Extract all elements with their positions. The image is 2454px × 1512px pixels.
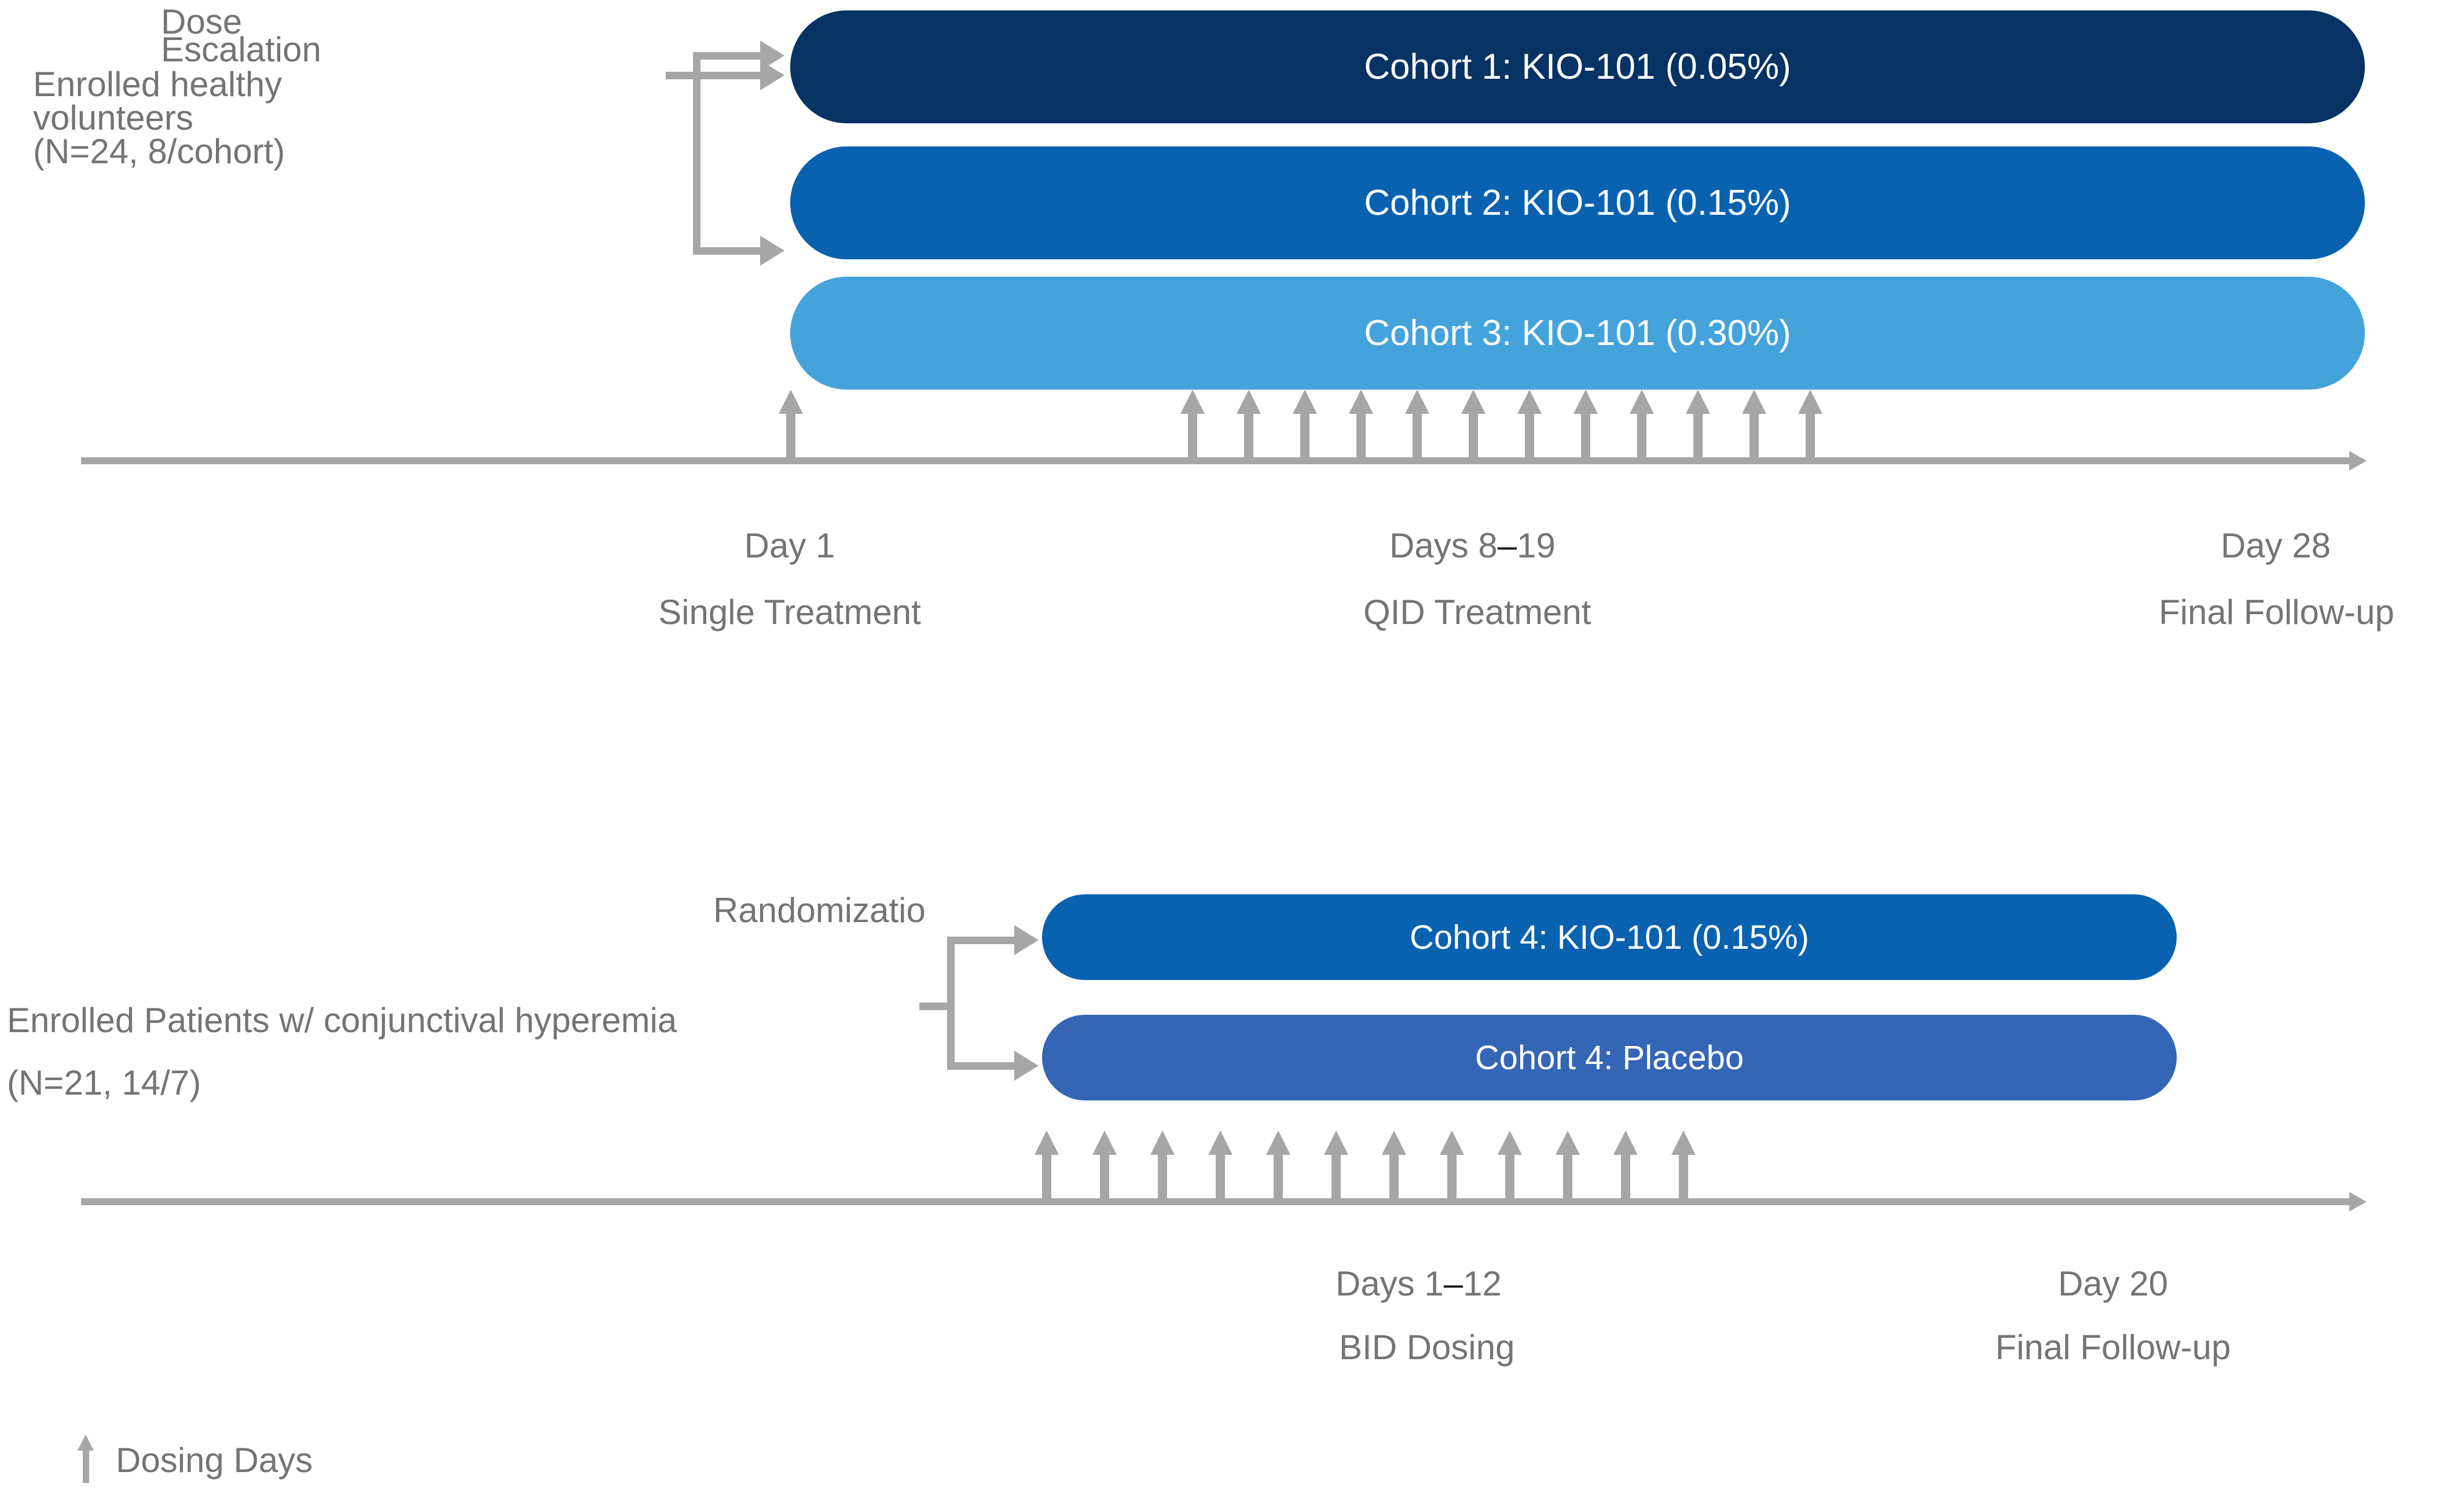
study1-milestone-1-desc: Single Treatment xyxy=(658,593,921,632)
study2-milestone-1-desc: BID Dosing xyxy=(1339,1328,1515,1367)
dosing-arrow-qid-10 xyxy=(1686,390,1710,459)
study1-connector-branch-1 xyxy=(693,52,762,60)
study2-arrowhead-cohort4-active xyxy=(1014,925,1039,955)
dosing-arrow-bid-8 xyxy=(1440,1131,1464,1200)
dosing-arrow-bid-6 xyxy=(1324,1131,1348,1200)
dosing-days-legend-icon xyxy=(78,1434,94,1483)
cohort-bar-3-label: Cohort 3: KIO-101 (0.30%) xyxy=(1364,313,1791,353)
dose-escalation-label-line2: Escalation xyxy=(161,30,321,69)
study2-arrowhead-cohort4-placebo xyxy=(1014,1051,1039,1081)
study1-connector-branch-2 xyxy=(693,72,762,79)
study1-milestone-2-day-post: 19 xyxy=(1517,526,1556,565)
dosing-arrow-bid-12 xyxy=(1671,1131,1696,1200)
study1-milestone-2-day-pre: Days 8 xyxy=(1389,526,1498,565)
study1-milestone-2-day: Days 8–19 xyxy=(1389,524,1556,568)
randomization-label: Randomizatio xyxy=(713,891,926,930)
dosing-arrow-day1 xyxy=(779,390,803,459)
study1-milestone-2-desc: QID Treatment xyxy=(1363,593,1591,632)
study1-connector-branch-3 xyxy=(693,247,762,255)
dosing-arrow-bid-9 xyxy=(1498,1131,1522,1200)
study1-timeline-axis xyxy=(81,457,2350,464)
study2-milestone-1-day: Days 1–12 xyxy=(1336,1262,1502,1307)
cohort-bar-4-active-label: Cohort 4: KIO-101 (0.15%) xyxy=(1410,918,1809,956)
cohort-bar-4-active: Cohort 4: KIO-101 (0.15%) xyxy=(1042,894,2177,980)
cohort-bar-2: Cohort 2: KIO-101 (0.15%) xyxy=(790,146,2365,259)
study1-milestone-2-dash: – xyxy=(1497,526,1517,565)
dosing-arrow-bid-11 xyxy=(1613,1131,1638,1200)
dosing-days-legend-label: Dosing Days xyxy=(116,1441,313,1480)
study1-arrowhead-cohort2 xyxy=(760,60,784,90)
study2-connector-stem xyxy=(919,1003,954,1010)
study1-milestone-3-desc: Final Follow-up xyxy=(2159,593,2394,632)
dosing-arrow-qid-12 xyxy=(1798,390,1822,459)
dose-escalation-label-line1: Dose xyxy=(161,2,243,41)
cohort-bar-4-placebo-label: Cohort 4: Placebo xyxy=(1474,1038,1744,1077)
dosing-arrow-bid-2 xyxy=(1092,1131,1117,1200)
study2-milestone-1-dash: – xyxy=(1443,1264,1463,1303)
dosing-arrow-bid-10 xyxy=(1556,1131,1580,1200)
dosing-arrow-bid-3 xyxy=(1150,1131,1175,1200)
dosing-arrow-qid-1 xyxy=(1180,390,1205,459)
study2-milestone-2-day: Day 20 xyxy=(2057,1264,2169,1303)
study2-milestone-1-day-pre: Days 1 xyxy=(1336,1264,1444,1303)
study2-enrollment-line2: (N=21, 14/7) xyxy=(7,1063,201,1102)
study1-connector-spine xyxy=(693,52,700,255)
study1-enrollment-line2: volunteers xyxy=(33,98,193,137)
study2-milestone-1-day-post: 12 xyxy=(1463,1264,1502,1303)
study1-milestone-1-day: Day 1 xyxy=(744,526,835,565)
study1-enrollment-line3: (N=24, 8/cohort) xyxy=(33,132,285,171)
study2-connector-branch-1 xyxy=(947,937,1017,944)
dosing-arrow-qid-6 xyxy=(1461,390,1485,459)
study2-connector-spine xyxy=(947,937,955,1070)
study2-timeline-arrowhead xyxy=(2349,1192,2367,1212)
cohort-bar-3: Cohort 3: KIO-101 (0.30%) xyxy=(790,277,2365,390)
dosing-arrow-qid-2 xyxy=(1237,390,1261,459)
cohort-bar-1-label: Cohort 1: KIO-101 (0.05%) xyxy=(1364,47,1791,87)
study2-enrollment-line1: Enrolled Patients w/ conjunctival hypere… xyxy=(7,1001,677,1040)
dosing-arrow-qid-11 xyxy=(1742,390,1766,459)
study2-connector-branch-2 xyxy=(947,1062,1017,1070)
study1-connector-stem xyxy=(666,72,700,79)
study1-enrollment-line1: Enrolled healthy xyxy=(33,65,283,104)
study2-milestone-2-desc: Final Follow-up xyxy=(1995,1328,2231,1367)
dosing-arrow-qid-3 xyxy=(1293,390,1317,459)
dosing-arrow-qid-9 xyxy=(1630,390,1654,459)
cohort-bar-1: Cohort 1: KIO-101 (0.05%) xyxy=(790,10,2365,123)
dosing-arrow-bid-4 xyxy=(1208,1131,1232,1200)
dosing-arrow-qid-4 xyxy=(1349,390,1373,459)
dosing-arrow-bid-1 xyxy=(1035,1131,1059,1200)
dosing-arrow-qid-8 xyxy=(1573,390,1598,459)
cohort-bar-4-placebo: Cohort 4: Placebo xyxy=(1042,1015,2177,1100)
study1-milestone-3-day: Day 28 xyxy=(2220,526,2331,565)
study2-timeline-axis xyxy=(81,1198,2350,1205)
dosing-arrow-bid-7 xyxy=(1382,1131,1406,1200)
study1-timeline-arrowhead xyxy=(2349,451,2367,471)
study1-arrowhead-cohort3 xyxy=(760,236,784,266)
dosing-arrow-qid-5 xyxy=(1405,390,1429,459)
cohort-bar-2-label: Cohort 2: KIO-101 (0.15%) xyxy=(1364,183,1791,223)
dosing-arrow-qid-7 xyxy=(1517,390,1542,459)
dosing-arrow-bid-5 xyxy=(1266,1131,1290,1200)
